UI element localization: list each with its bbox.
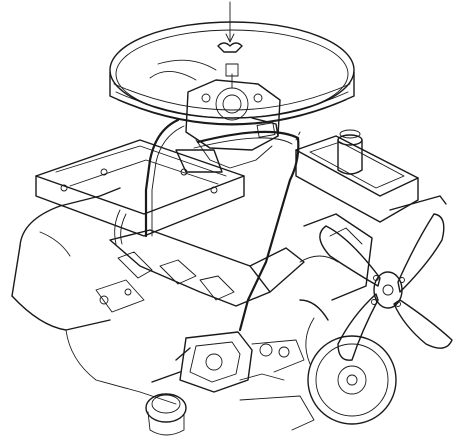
wing-nut-icon (217, 42, 243, 53)
fan-blade (393, 299, 453, 349)
fan (319, 213, 453, 361)
engine-block (11, 187, 141, 393)
fuel-pump (145, 331, 305, 436)
fan-blade (337, 293, 379, 361)
fan-blade (319, 225, 381, 287)
vacuum-hose (114, 118, 185, 245)
oil-filler-cap (337, 139, 363, 175)
valve-cover-right (295, 129, 419, 223)
air-cleaner (109, 21, 355, 126)
pulleys (299, 299, 397, 425)
intake-manifold (95, 229, 305, 313)
fuel-line (193, 130, 300, 332)
carburetor (149, 59, 281, 173)
fan-blade (397, 213, 445, 293)
valve-cover-left (35, 139, 245, 237)
fuel-filter (145, 393, 187, 423)
leader-line (225, 1, 235, 43)
lower-block (139, 131, 315, 431)
timing-cover (299, 195, 447, 301)
